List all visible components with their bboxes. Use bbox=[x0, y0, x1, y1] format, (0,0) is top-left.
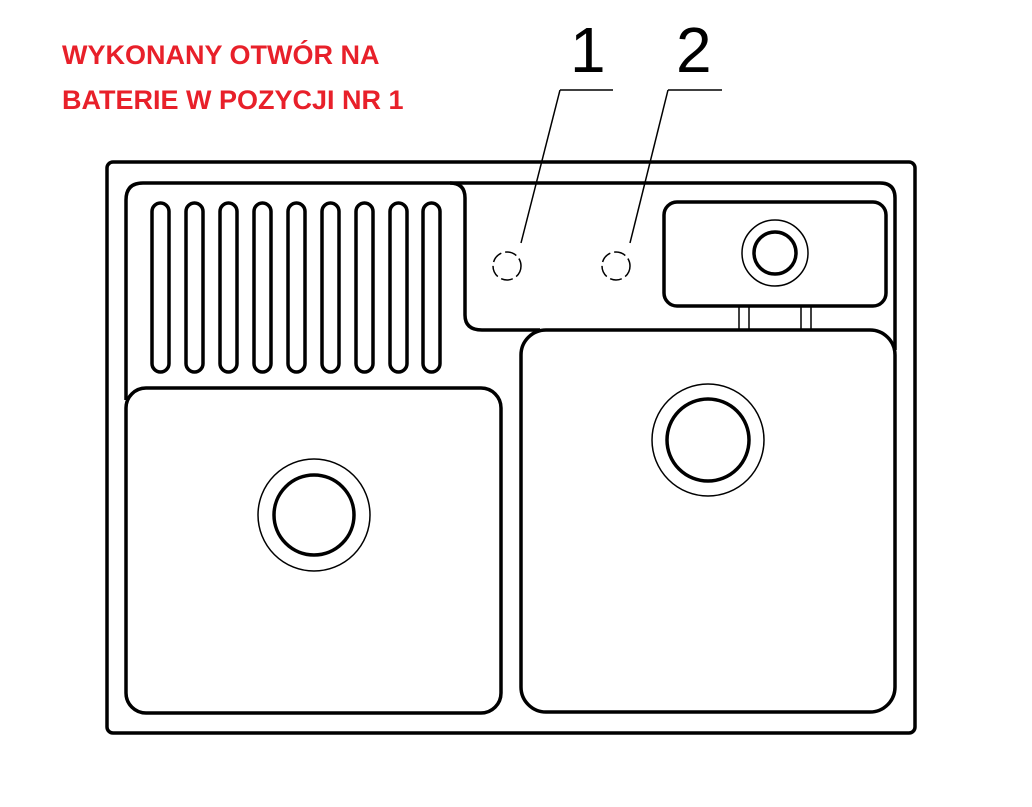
left-drain-rim bbox=[257, 458, 371, 572]
tap-hole-2 bbox=[601, 251, 631, 281]
drainer-edge bbox=[449, 181, 540, 332]
right-bowl bbox=[519, 328, 897, 714]
tap-hole-1 bbox=[492, 251, 522, 281]
right-drain-icon bbox=[665, 397, 751, 483]
left-bowl bbox=[124, 386, 503, 715]
leader-line-2 bbox=[629, 89, 722, 244]
drainer-grooves bbox=[150, 201, 442, 374]
right-drain-rim bbox=[651, 383, 765, 497]
sink-outer-edge bbox=[105, 160, 917, 735]
position-label-2: 2 bbox=[676, 14, 712, 86]
sink-inner-rim bbox=[124, 181, 897, 400]
note-line-1: WYKONANY OTWÓR NA bbox=[62, 40, 380, 70]
leader-line-1 bbox=[520, 89, 613, 244]
overflow-tray bbox=[662, 200, 888, 330]
position-label-1: 1 bbox=[570, 14, 606, 86]
note-line-2: BATERIE W POZYCJI NR 1 bbox=[62, 85, 404, 115]
left-drain-icon bbox=[272, 473, 356, 557]
